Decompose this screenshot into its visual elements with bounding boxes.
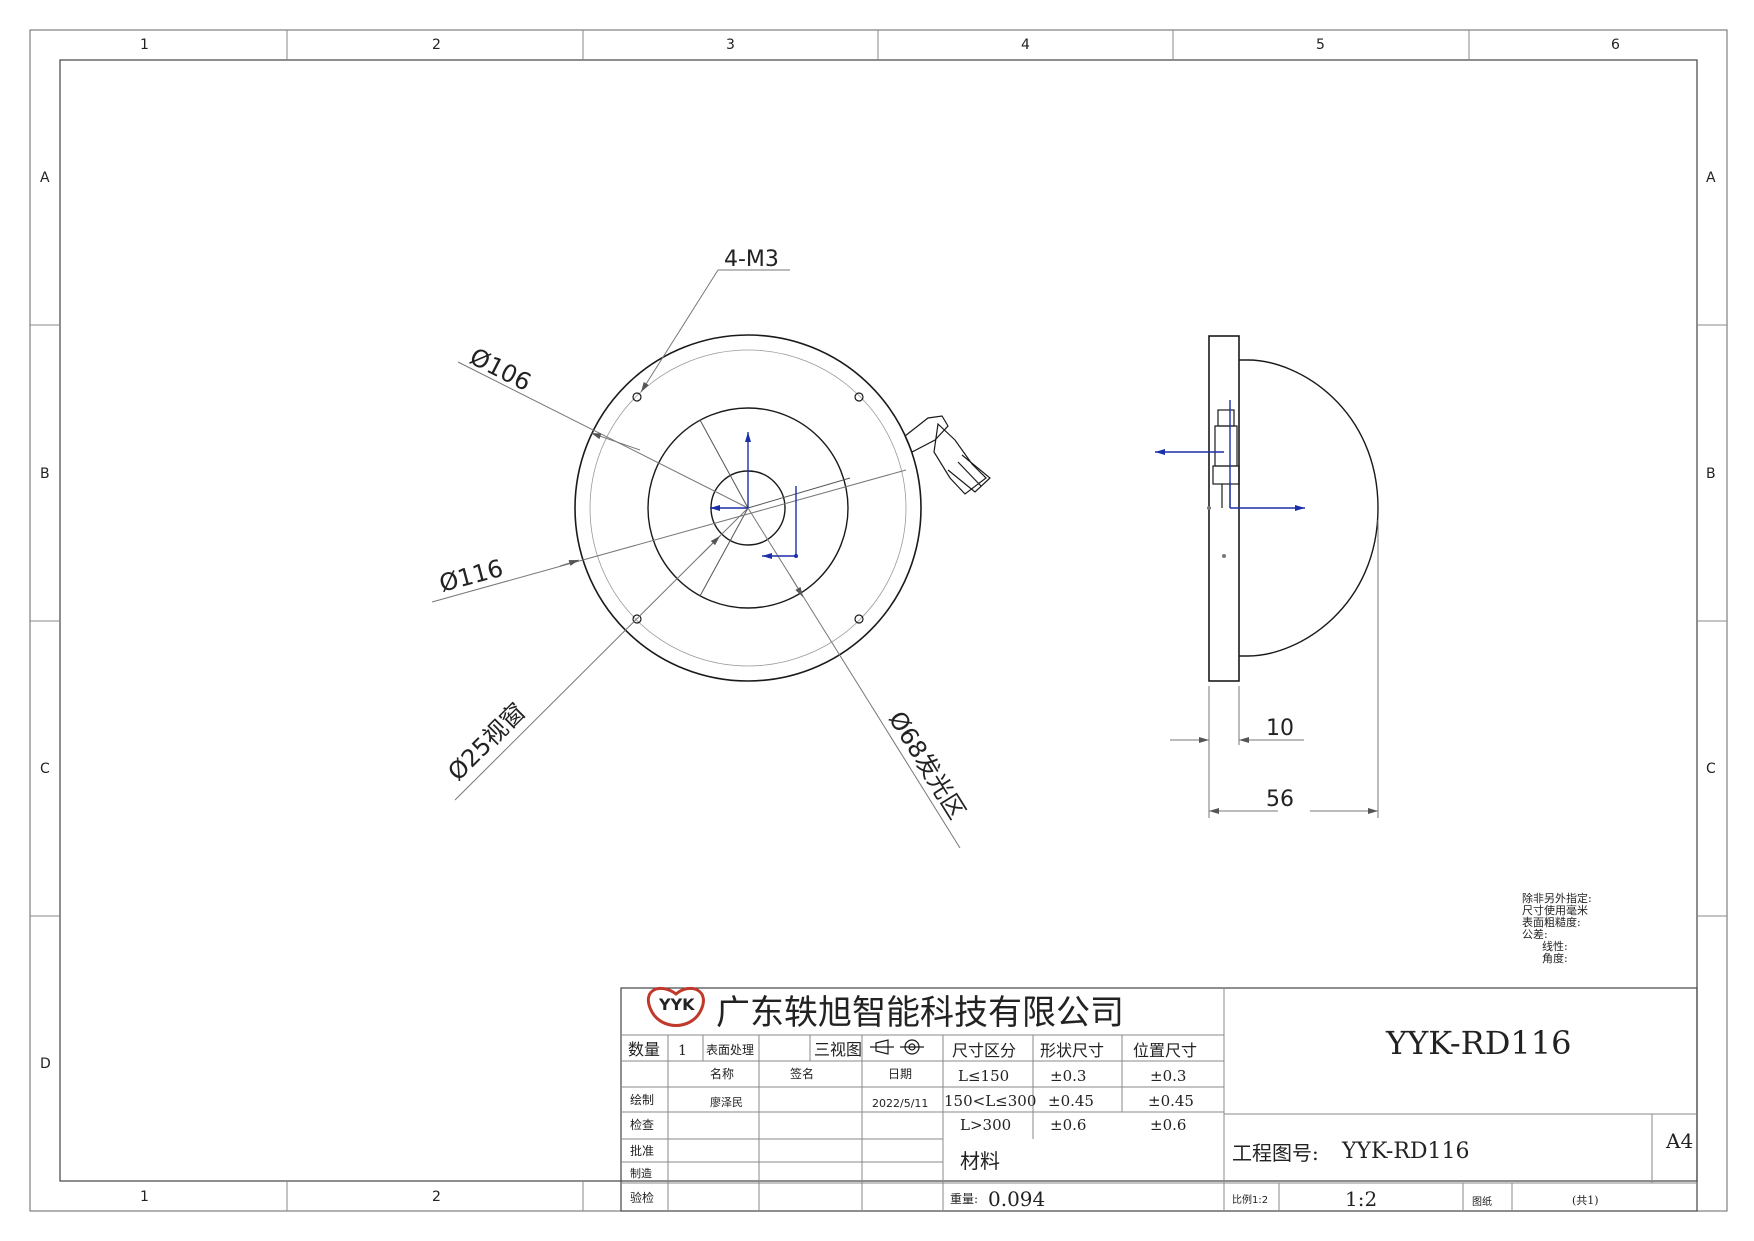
tol-header-shape: 形状尺寸	[1040, 1041, 1104, 1060]
cable-connector	[904, 415, 991, 495]
general-notes: 除非另外指定: 尺寸使用毫米 表面粗糙度: 公差: 线性: 角度:	[1522, 891, 1592, 965]
zone-row-b: B	[40, 466, 50, 482]
three-view-label: 三视图	[814, 1040, 862, 1059]
dim-25-line	[454, 507, 749, 801]
zone-col-5: 5	[1316, 37, 1325, 53]
row-check-label: 检查	[630, 1117, 654, 1132]
emitting-circle	[647, 407, 849, 609]
company-name: 广东轶旭智能科技有限公司	[716, 993, 1124, 1033]
tol-range-2: 150<L≤300	[944, 1092, 1036, 1110]
bolt-hole	[632, 392, 642, 402]
bolt-hole	[854, 392, 864, 402]
total-sheets: (共1)	[1572, 1194, 1599, 1207]
col-name: 名称	[710, 1066, 734, 1081]
side-dome	[1239, 359, 1379, 657]
tol-pos-1: ±0.3	[1150, 1067, 1186, 1085]
zone-col-3: 3	[726, 37, 735, 53]
row-make-label: 制造	[630, 1166, 652, 1180]
company-logo: YYK	[646, 986, 705, 1027]
row-approve-label: 批准	[630, 1143, 654, 1158]
col-date: 日期	[888, 1067, 912, 1081]
tol-shape-2: ±0.45	[1048, 1092, 1094, 1110]
qty-value: 1	[678, 1043, 687, 1059]
side-axis-triad	[1155, 400, 1305, 511]
zone-row-d: D	[40, 1056, 51, 1072]
side-connector	[1212, 409, 1240, 508]
zone-row-a: A	[40, 170, 50, 186]
dim-m3-leader	[640, 269, 790, 393]
weight-value: 0.094	[988, 1187, 1045, 1211]
bolt-hole	[632, 614, 642, 624]
zone-col-1-bottom: 1	[140, 1189, 149, 1205]
note-line: 除非另外指定:	[1522, 891, 1592, 905]
dim-116-line	[431, 469, 907, 603]
scale-label: 比例1:2	[1232, 1193, 1268, 1206]
logo-text: YYK	[658, 995, 695, 1014]
note-line: 表面粗糙度:	[1522, 915, 1581, 929]
qty-label: 数量	[628, 1040, 660, 1059]
zone-col-6: 6	[1611, 37, 1620, 53]
zone-row-a-right: A	[1706, 170, 1716, 186]
axis-triad	[710, 432, 798, 559]
material-label: 材料	[960, 1149, 1000, 1173]
surface-label: 表面处理	[706, 1043, 754, 1057]
dim-68-line	[747, 507, 961, 849]
label-dia-25-window: Ø25视窗	[442, 698, 531, 787]
zone-col-4: 4	[1021, 37, 1030, 53]
drawing-name: YYK-RD116	[1385, 1024, 1571, 1062]
col-sign: 签名	[790, 1066, 814, 1081]
zone-col-2: 2	[432, 37, 441, 53]
zone-col-1: 1	[140, 37, 149, 53]
draw-date: 2022/5/11	[872, 1097, 928, 1110]
drawer-name: 廖泽民	[710, 1095, 743, 1109]
side-view: 10 56	[1155, 335, 1379, 818]
zone-row-c: C	[40, 761, 50, 777]
tol-shape-3: ±0.6	[1050, 1116, 1086, 1134]
note-line: 公差:	[1522, 927, 1548, 941]
tol-header-pos: 位置尺寸	[1133, 1041, 1197, 1060]
label-dia-68-emitting: Ø68发光区	[883, 706, 971, 824]
zone-col-2-bottom: 2	[432, 1189, 441, 1205]
note-line: 线性:	[1542, 939, 1568, 953]
zone-row-b-right: B	[1706, 466, 1716, 482]
title-block: YYK 广东轶旭智能科技有限公司 YYK-RD116 工程图号: YYK-RD1…	[620, 986, 1698, 1212]
scale-value: 1:2	[1345, 1187, 1377, 1211]
dim-106-line	[457, 361, 749, 509]
label-4-m3: 4-M3	[724, 247, 779, 272]
tol-header-range: 尺寸区分	[952, 1041, 1016, 1060]
sheet-size: A4	[1665, 1129, 1693, 1153]
tol-pos-2: ±0.45	[1148, 1092, 1194, 1110]
note-line: 尺寸使用毫米	[1522, 903, 1588, 917]
project-number: YYK-RD116	[1341, 1139, 1470, 1164]
row-verify-label: 验检	[630, 1190, 654, 1205]
row-draw-label: 绘制	[630, 1092, 654, 1107]
project-label: 工程图号:	[1232, 1141, 1319, 1165]
tol-range-1: L≤150	[958, 1067, 1009, 1085]
bolt-hole	[854, 614, 864, 624]
bolt-circle	[589, 349, 907, 667]
label-dim-10: 10	[1266, 716, 1294, 741]
front-view: 4-M3 Ø106 Ø116 Ø25视窗 Ø68发光区	[431, 247, 991, 849]
projection-symbol-icon	[870, 1039, 924, 1055]
tol-pos-3: ±0.6	[1150, 1116, 1186, 1134]
tol-shape-1: ±0.3	[1050, 1067, 1086, 1085]
weight-label: 重量:	[950, 1192, 978, 1206]
tol-range-3: L>300	[960, 1116, 1011, 1134]
label-dim-56: 56	[1266, 787, 1294, 812]
note-line: 角度:	[1542, 951, 1568, 965]
zone-row-c-right: C	[1706, 761, 1716, 777]
paper-label: 图纸	[1472, 1195, 1492, 1208]
outer-circle	[574, 334, 922, 682]
label-dia-106: Ø106	[465, 342, 535, 396]
